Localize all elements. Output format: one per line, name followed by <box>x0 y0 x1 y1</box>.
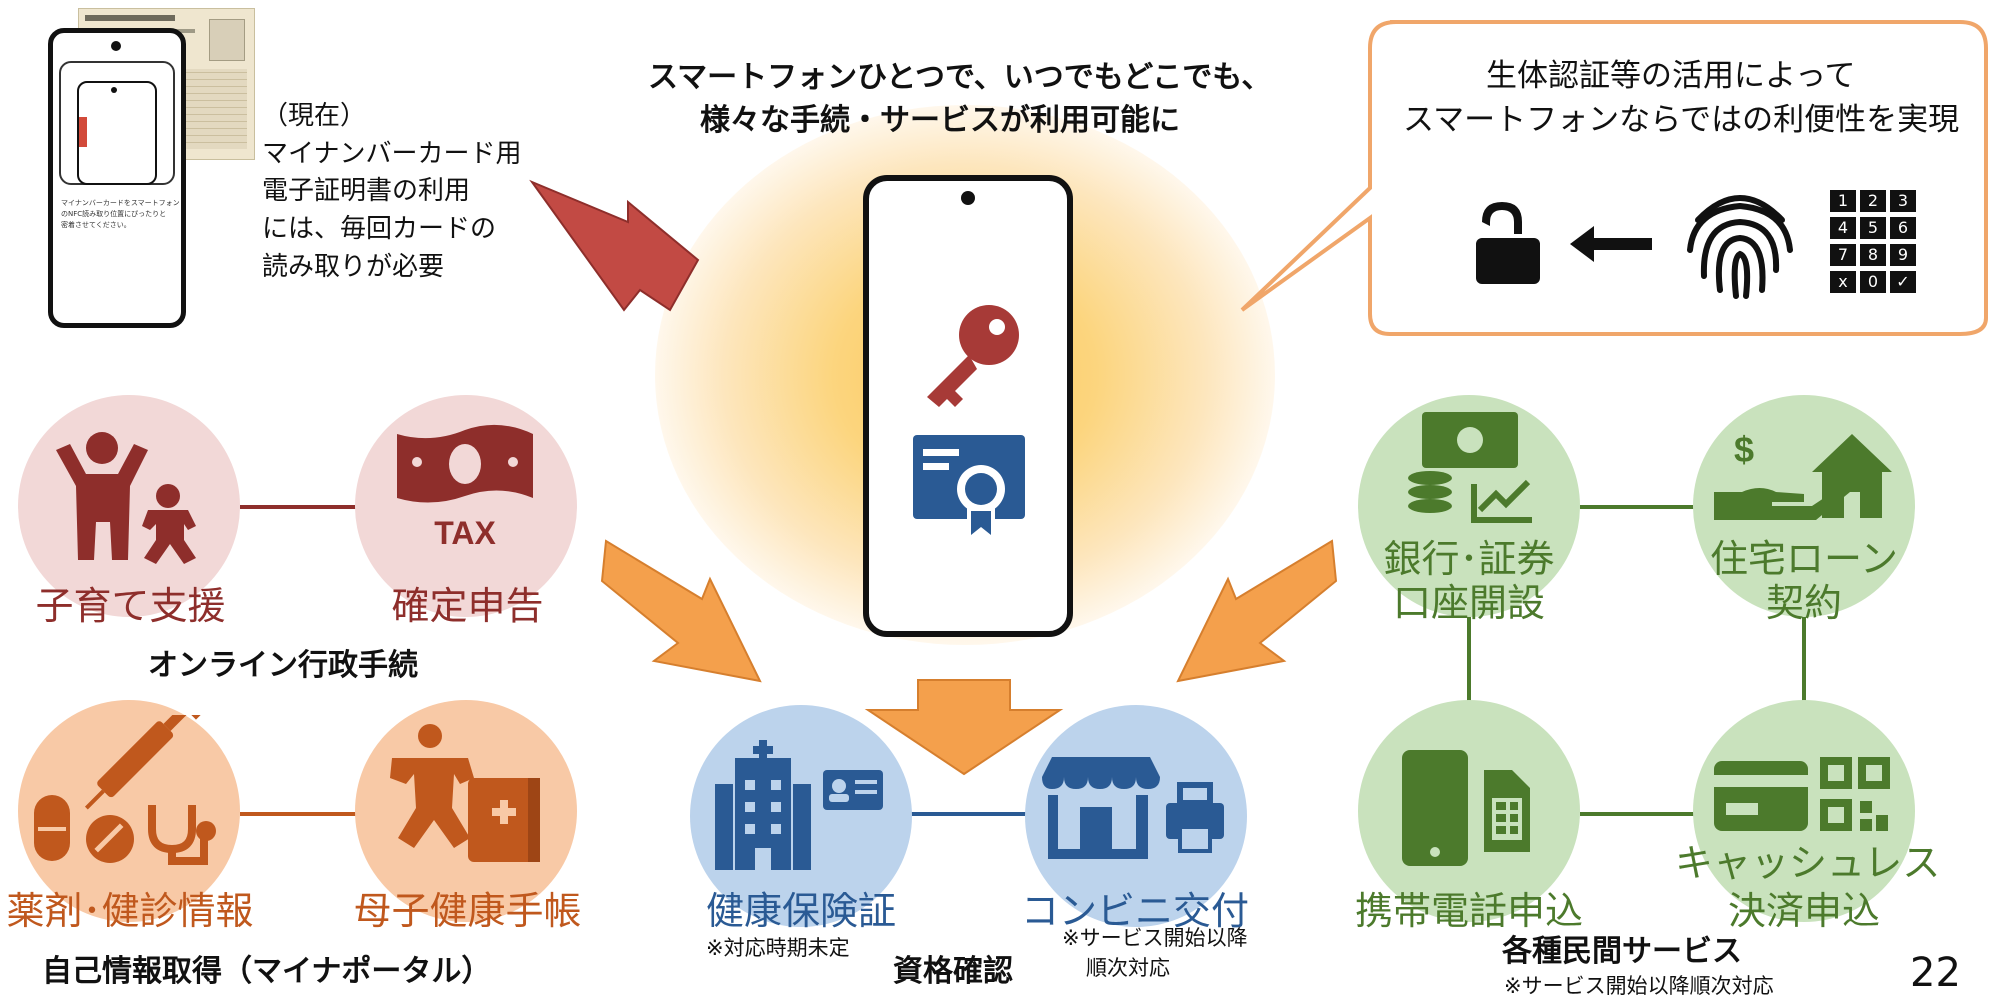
connector-bank-loan <box>1580 505 1700 509</box>
bubble-line2: スマートフォンならではの利便性を実現 <box>1403 102 1960 138</box>
speech-bubble <box>1240 20 1988 336</box>
label-bank-line2: 口座開設 <box>1392 581 1545 625</box>
headline-line2: 様々な手続・サービスが利用可能に <box>700 103 1180 138</box>
key-icon <box>927 305 1019 407</box>
label-child-support: 子育て支援 <box>35 584 226 628</box>
note-health-insurance: ※対応時期未定 <box>706 936 850 960</box>
label-medical-info: 薬剤･健診情報 <box>6 889 254 933</box>
smartphone-current: マイナンバーカードをスマートフォン のNFC読み取り位置にぴったりと 密着させて… <box>48 28 186 328</box>
label-home-loan-line1: 住宅ローン <box>1709 537 1899 581</box>
red-arrow <box>529 179 700 312</box>
current-note-line3: 電子証明書の利用 <box>262 176 471 206</box>
page-number: 22 <box>1910 950 1961 996</box>
fingerprint-icon <box>1687 195 1793 299</box>
label-cashless-line2: 決済申込 <box>1727 889 1880 933</box>
circle-mobile <box>1358 700 1580 922</box>
phone-instruction-1: マイナンバーカードをスマートフォン <box>61 199 180 207</box>
note-private: ※サービス開始以降順次対応 <box>1504 974 1774 998</box>
label-maternal-handbook: 母子健康手帳 <box>353 889 582 933</box>
unlock-icon <box>1476 202 1540 284</box>
tax-banknote-icon: TAX <box>397 424 533 551</box>
connector-loan-cashless <box>1802 615 1806 705</box>
store-printer-icon <box>1042 757 1224 859</box>
keypad-icon: 1 2 3 4 5 6 7 8 9 x 0 ✓ <box>1830 190 1920 296</box>
group-label-qualification: 資格確認 <box>893 954 1013 989</box>
parent-child-icon <box>56 432 196 564</box>
arrow-left-icon <box>1570 226 1652 262</box>
group-label-online-admin: オンライン行政手続 <box>148 648 418 683</box>
connector-online-admin <box>240 505 360 509</box>
medical-icon <box>34 715 216 865</box>
connector-bank-mobile <box>1467 615 1471 705</box>
connector-mobile-cashless <box>1580 812 1700 816</box>
home-loan-icon: $ <box>1714 429 1892 520</box>
current-note-line1: （現在） <box>262 101 367 131</box>
label-home-loan-line2: 契約 <box>1765 581 1842 625</box>
orange-arrow-right <box>1176 539 1338 683</box>
note-convenience-store-2: 順次対応 <box>1086 956 1170 980</box>
group-label-self-info: 自己情報取得（マイナポータル） <box>42 954 492 989</box>
baby-handbook-icon <box>390 724 540 862</box>
headline-line1: スマートフォンひとつで、いつでもどこでも、 <box>648 60 1272 95</box>
orange-arrow-left <box>600 539 762 683</box>
svg-text:$: $ <box>1734 429 1754 470</box>
note-convenience-store-1: ※サービス開始以降 <box>1062 926 1248 950</box>
connector-self-info <box>240 812 360 816</box>
phone-instruction-2: のNFC読み取り位置にぴったりと <box>61 210 167 218</box>
label-health-insurance: 健康保険証 <box>705 889 896 933</box>
bubble-line1: 生体認証等の活用によって <box>1486 58 1856 94</box>
orange-arrow-down <box>864 679 1064 776</box>
current-note-line2: マイナンバーカード用 <box>262 139 522 169</box>
current-note-line5: 読み取りが必要 <box>262 252 445 282</box>
tax-text: TAX <box>434 515 496 551</box>
group-label-private: 各種民間サービス <box>1502 934 1742 969</box>
certificate-icon <box>913 435 1025 543</box>
label-bank-line1: 銀行･証券 <box>1383 537 1555 581</box>
phone-instruction-3: 密着させてください。 <box>61 221 131 229</box>
connector-qualification <box>905 812 1035 816</box>
current-note-line4: には、毎回カードの <box>262 214 497 244</box>
hospital-icon <box>715 740 883 870</box>
label-mobile: 携帯電話申込 <box>1354 889 1583 933</box>
label-cashless-line1: キャッシュレス <box>1675 841 1941 885</box>
bank-securities-icon <box>1408 412 1532 523</box>
cashless-icon <box>1714 757 1890 831</box>
mobile-phone-icon <box>1402 750 1530 866</box>
label-tax-return: 確定申告 <box>391 584 544 628</box>
central-smartphone <box>863 175 1073 637</box>
label-convenience-store: コンビニ交付 <box>1020 889 1249 933</box>
